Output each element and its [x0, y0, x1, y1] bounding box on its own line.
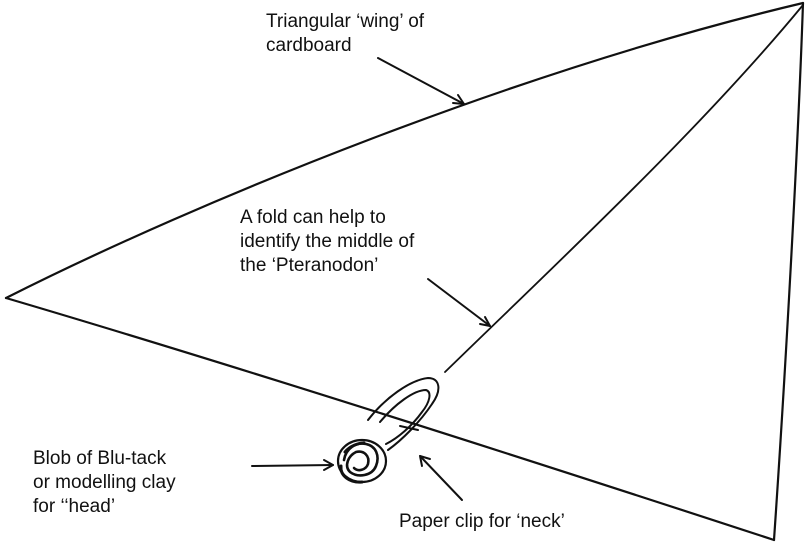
arrow-head: [251, 459, 334, 471]
head-blob: [336, 438, 388, 484]
fold-line: [444, 4, 804, 373]
paper-clip: [367, 377, 440, 451]
arrow-neck: [419, 455, 463, 501]
wing-label: Triangular ‘wing’ of cardboard: [266, 10, 424, 58]
wing-right-edge: [772, 1, 805, 542]
arrow-fold: [427, 278, 491, 327]
fold-label-line: identify the middle of: [240, 231, 415, 252]
wing-bottom-edge: [4, 296, 776, 542]
fold-label-line: A fold can help to: [240, 207, 386, 228]
head-label-line: for ‘‘head’: [33, 496, 116, 517]
arrow-wing: [377, 57, 465, 105]
neck-label: Paper clip for ‘neck’: [399, 510, 565, 534]
triangle-wing: [4, 1, 805, 542]
neck-label-line: Paper clip for ‘neck’: [399, 511, 565, 532]
wing-label-line: Triangular ‘wing’ of: [266, 11, 425, 32]
callout-arrows: [251, 57, 491, 501]
head-label-line: or modelling clay: [33, 472, 176, 493]
fold-label-line: the ‘Pteranodon’: [240, 255, 379, 276]
wing-top-edge: [4, 1, 805, 300]
wing-label-line: cardboard: [266, 35, 352, 56]
head-label: Blob of Blu-tack or modelling clay for ‘…: [33, 447, 176, 519]
head-label-line: Blob of Blu-tack: [33, 448, 167, 469]
fold-label: A fold can help to identify the middle o…: [240, 206, 414, 278]
